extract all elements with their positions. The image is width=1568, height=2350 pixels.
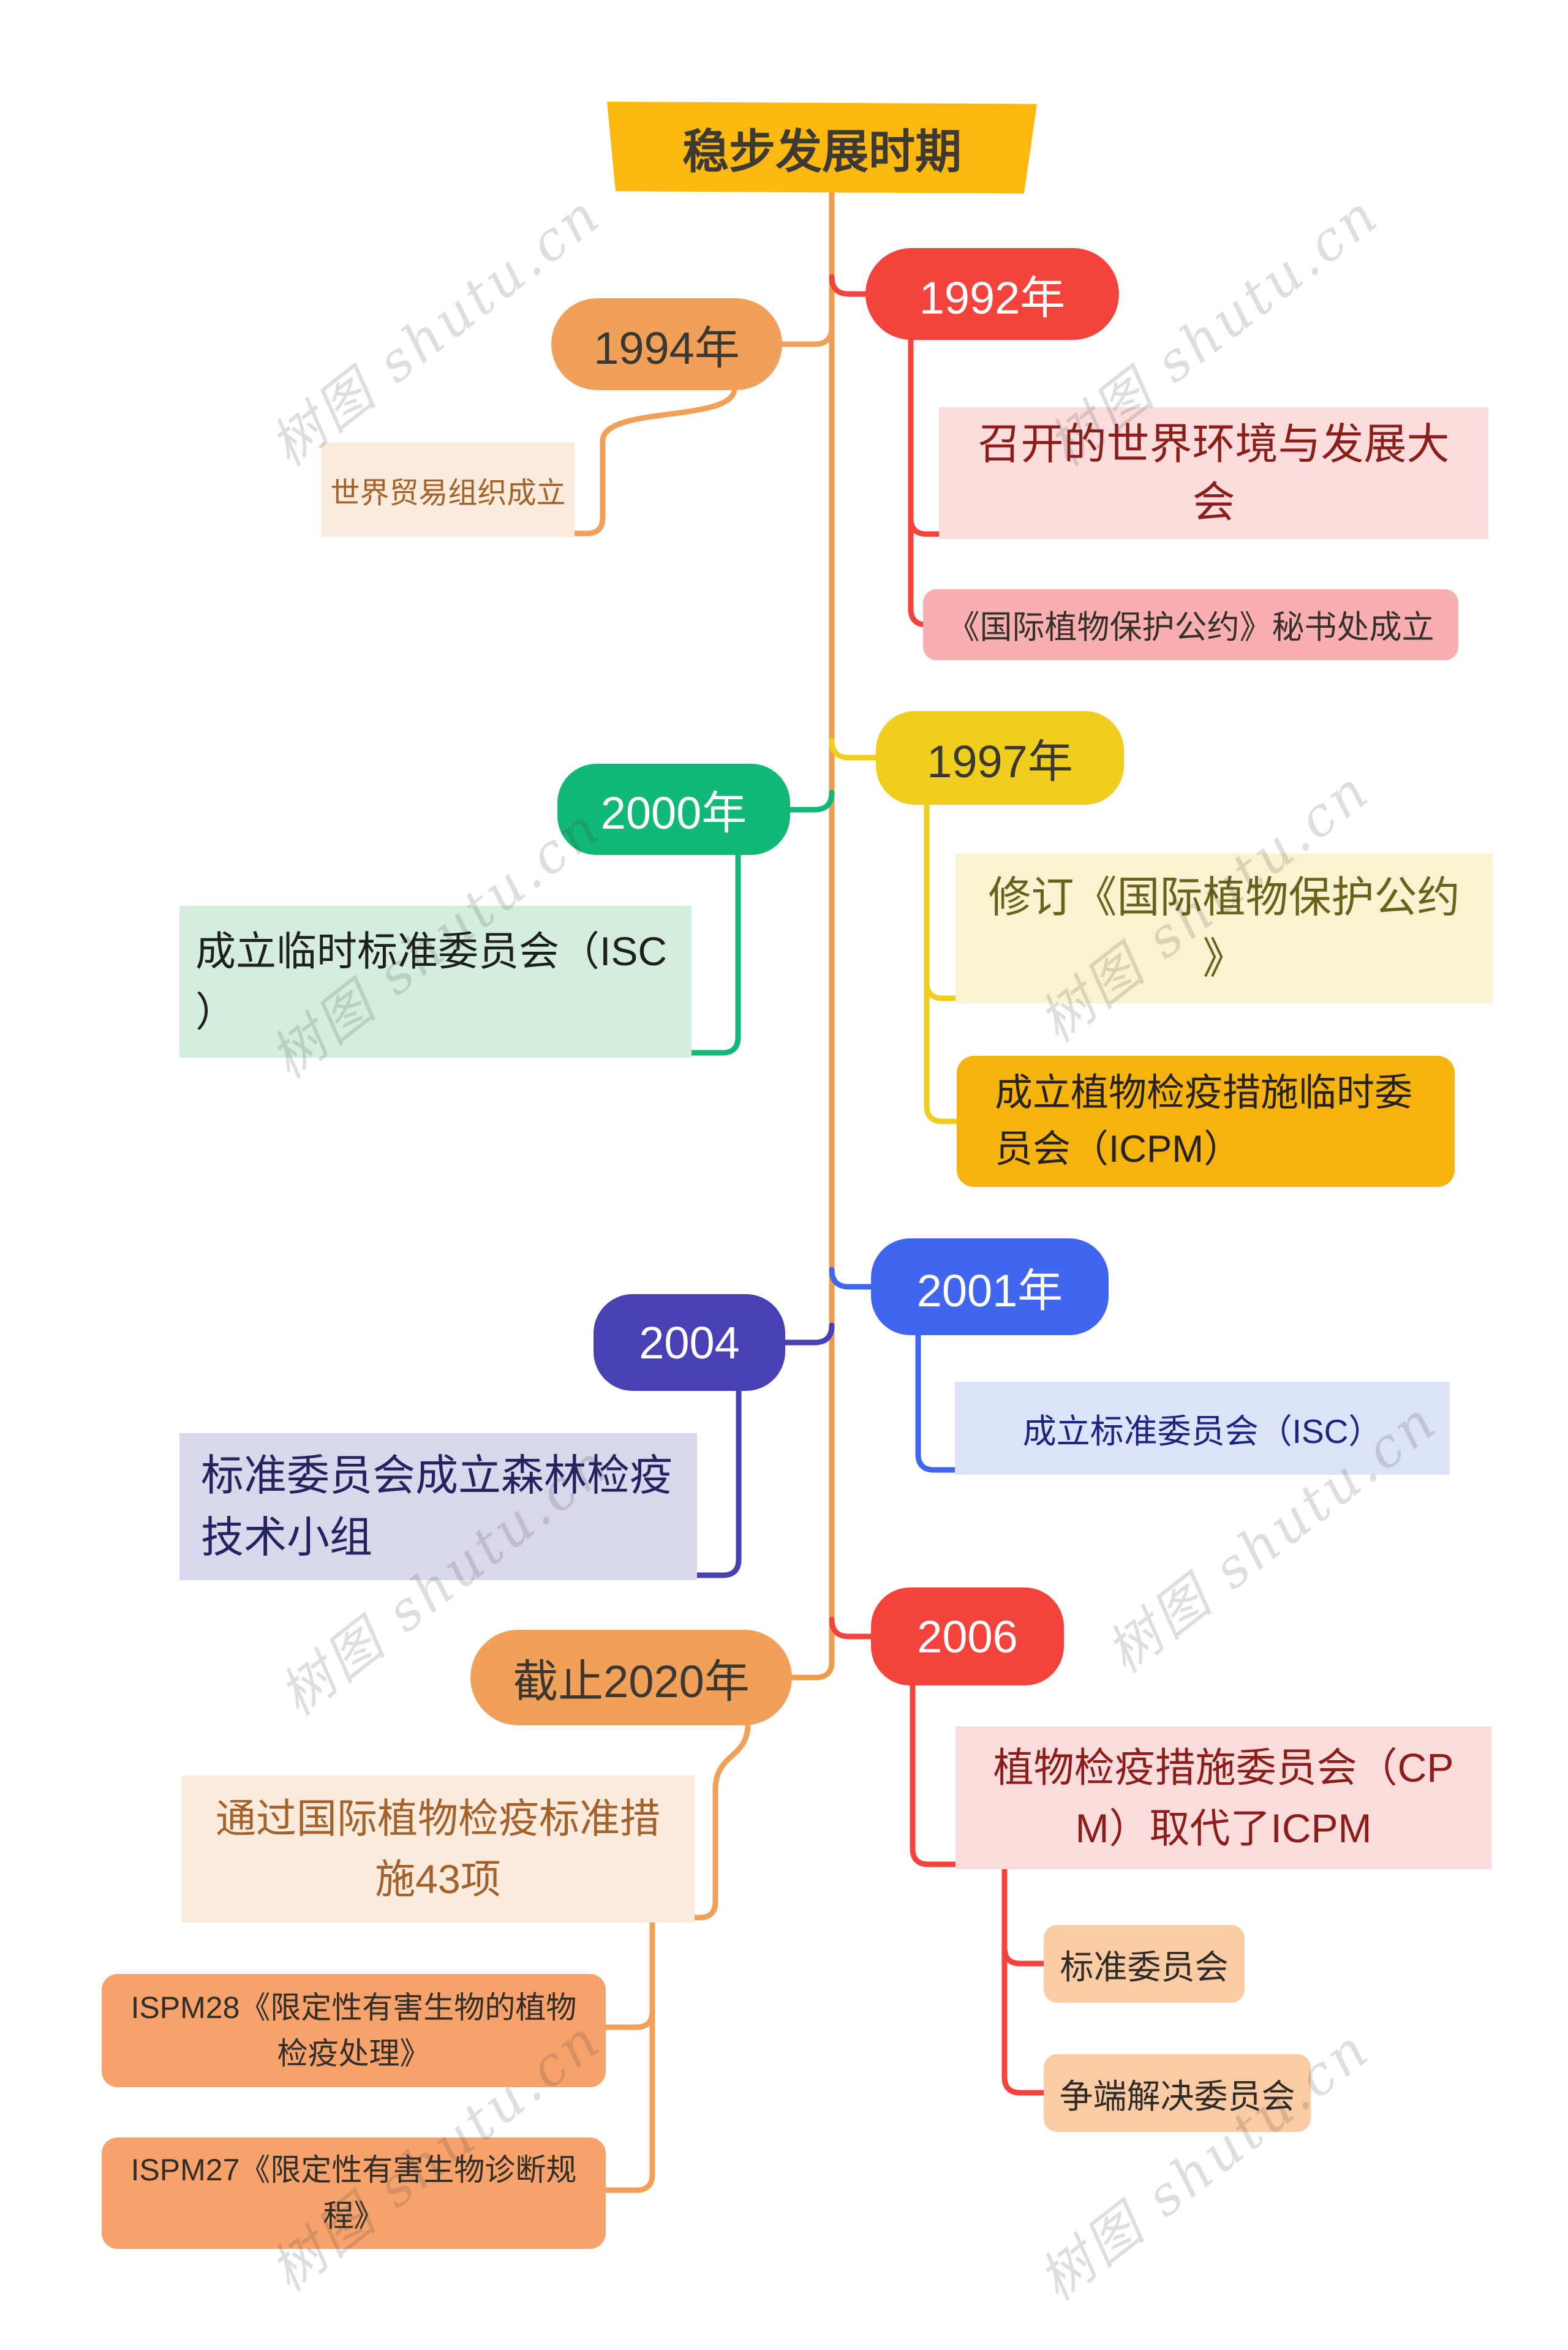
link-43-grandchild1 [601, 1919, 655, 2030]
link-43-grandchild2 [601, 2008, 655, 2193]
link-2006-child1 [910, 1681, 962, 1867]
topic-ippc-secretariat[interactable]: 《国际植物保护公约》秘书处成立 [923, 589, 1458, 660]
topic-ispm27[interactable]: ISPM27《限定性有害生物诊断规 程》 [102, 2137, 606, 2249]
topic-wto-founded[interactable]: 世界贸易组织成立 [322, 442, 575, 537]
topic-forest-quarantine-group[interactable]: 标准委员会成立森林检疫 技术小组 [179, 1433, 697, 1580]
node-2020[interactable]: 截止2020年 [470, 1630, 792, 1725]
branch-2000 [785, 789, 835, 813]
topic-world-env-conference[interactable]: 召开的世界环境与发展大 会 [939, 407, 1488, 539]
node-2004[interactable]: 2004 [594, 1294, 785, 1391]
branch-1992 [829, 274, 870, 297]
topic-interim-isc[interactable]: 成立临时标准委员会（ISC ） [179, 906, 692, 1058]
topic-dispute-committee[interactable]: 争端解决委员会 [1044, 2054, 1311, 2132]
topic-ippc-revision[interactable]: 修订《国际植物保护公约 》 [956, 853, 1493, 1003]
topic-cpm-replaced-icpm[interactable]: 植物检疫措施委员会（CP M）取代了ICPM [956, 1727, 1491, 1869]
node-2006[interactable]: 2006 [871, 1587, 1064, 1685]
link-2001-child1 [915, 1331, 960, 1473]
node-2000[interactable]: 2000年 [557, 764, 790, 855]
link-2004-child1 [691, 1387, 742, 1578]
branch-2001 [829, 1267, 876, 1290]
link-1997-child2 [924, 979, 962, 1124]
node-2001[interactable]: 2001年 [871, 1238, 1109, 1335]
node-1994[interactable]: 1994年 [551, 298, 782, 390]
link-1994-child1 [573, 386, 737, 537]
branch-1997 [829, 737, 881, 761]
node-1997[interactable]: 1997年 [876, 711, 1124, 805]
link-cpm-grandchild1 [1001, 1865, 1049, 1967]
topic-ispm28[interactable]: ISPM28《限定性有害生物的植物 检疫处理》 [102, 1974, 606, 2087]
branch-2004 [780, 1322, 835, 1346]
trunk-line [790, 190, 835, 1681]
root-topic-banner[interactable]: 稳步发展时期 [607, 102, 1037, 194]
link-2000-child1 [686, 851, 741, 1056]
topic-icpm-founded[interactable]: 成立植物检疫措施临时委 员会（ICPM） [957, 1056, 1455, 1187]
topic-standards-committee[interactable]: 标准委员会 [1044, 1925, 1245, 2003]
branch-1994 [777, 324, 835, 347]
link-1997-child1 [924, 800, 962, 1001]
link-cpm-grandchild2 [1001, 1945, 1049, 2096]
node-1992[interactable]: 1992年 [865, 248, 1119, 340]
topic-43-standards[interactable]: 通过国际植物检疫标准措 施43项 [181, 1776, 695, 1923]
branch-2006 [829, 1616, 876, 1640]
topic-isc-founded[interactable]: 成立标准委员会（ISC） [955, 1382, 1450, 1475]
link-2020-child1 [689, 1721, 751, 1921]
